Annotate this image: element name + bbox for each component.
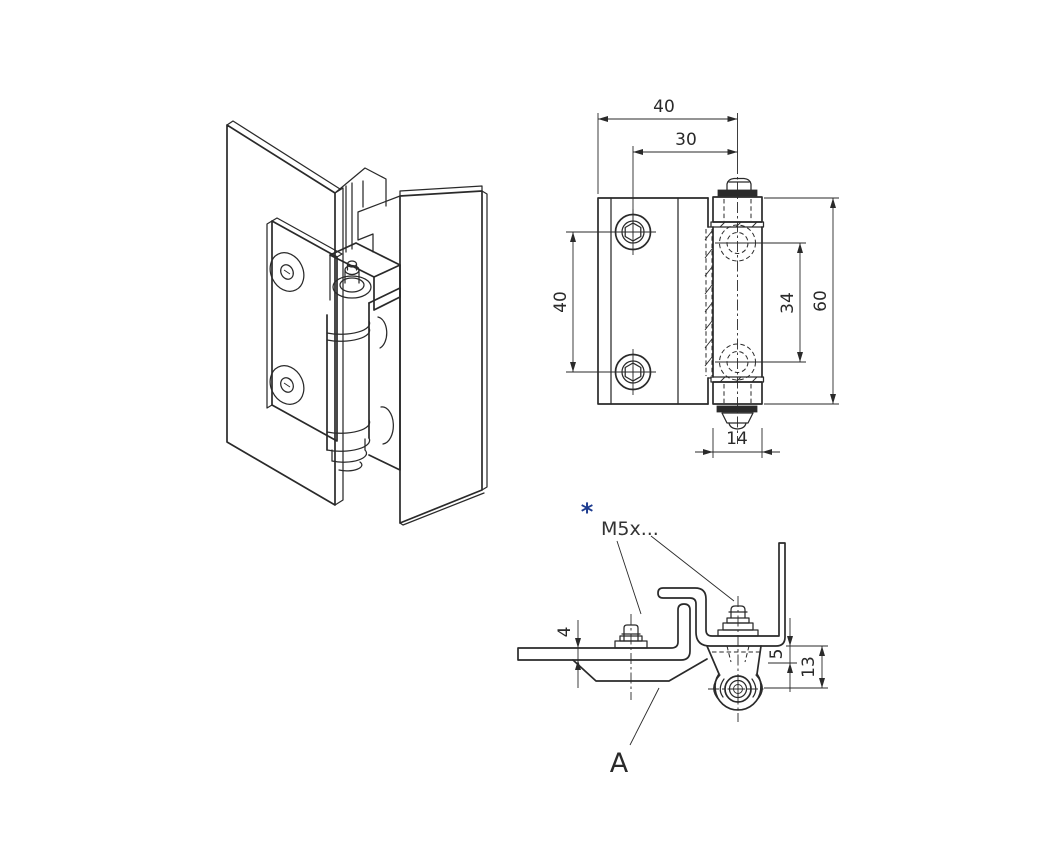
dim-barrel-hole-spacing: 34 bbox=[715, 242, 806, 363]
iso-door-panel bbox=[226, 120, 387, 506]
thread-label: M5x... bbox=[601, 518, 659, 540]
dim-label-40-top: 40 bbox=[653, 97, 675, 117]
iso-screw-hole-upper bbox=[269, 252, 305, 292]
dim-label-13: 13 bbox=[799, 656, 819, 678]
iso-hinge-leaf bbox=[266, 217, 343, 442]
dim-total-height: 60 bbox=[764, 197, 839, 405]
isometric-view bbox=[226, 120, 488, 526]
front-view: 40 30 40 34 60 bbox=[551, 97, 839, 458]
side-door-stud bbox=[614, 614, 648, 700]
dim-label-14: 14 bbox=[726, 429, 748, 449]
dim-label-60: 60 bbox=[811, 290, 831, 312]
dim-label-34: 34 bbox=[778, 292, 798, 314]
iso-knuckle-mount bbox=[329, 242, 401, 311]
dim-hole-spacing: 40 bbox=[551, 231, 656, 373]
iso-frame-panel bbox=[357, 185, 488, 526]
asterisk-label: * bbox=[581, 498, 594, 526]
dim-label-40-left: 40 bbox=[551, 291, 571, 313]
dim-label-4: 4 bbox=[555, 627, 575, 638]
detail-callout: A bbox=[610, 687, 660, 779]
side-frame-profile bbox=[657, 542, 786, 647]
side-door-leaf bbox=[517, 603, 691, 661]
front-pin-bottom bbox=[716, 405, 758, 430]
side-view: * M5x... A 4 5 13 bbox=[517, 498, 828, 779]
iso-pivot-pin bbox=[344, 260, 360, 284]
detail-label: A bbox=[610, 748, 629, 779]
front-leaf-edge-hatch bbox=[704, 229, 713, 376]
dim-label-5: 5 bbox=[767, 649, 787, 660]
dim-frame-offset: 5 bbox=[767, 618, 828, 692]
side-hinge-arm bbox=[572, 658, 708, 682]
dim-label-30: 30 bbox=[675, 130, 697, 150]
iso-frame-bracket bbox=[368, 287, 401, 471]
dim-hole-to-pin: 30 bbox=[632, 130, 738, 231]
iso-screw-hole-lower bbox=[269, 365, 305, 405]
side-pivot-housing bbox=[706, 645, 763, 711]
iso-barrel bbox=[326, 302, 371, 472]
dim-leaf-thickness: 4 bbox=[555, 620, 581, 688]
dim-top-width: 40 bbox=[597, 97, 738, 194]
dim-pivot-offset: 13 bbox=[764, 646, 828, 689]
side-frame-stud bbox=[717, 596, 759, 722]
thread-callout: * M5x... bbox=[581, 498, 735, 615]
dim-barrel-width: 14 bbox=[695, 428, 780, 458]
